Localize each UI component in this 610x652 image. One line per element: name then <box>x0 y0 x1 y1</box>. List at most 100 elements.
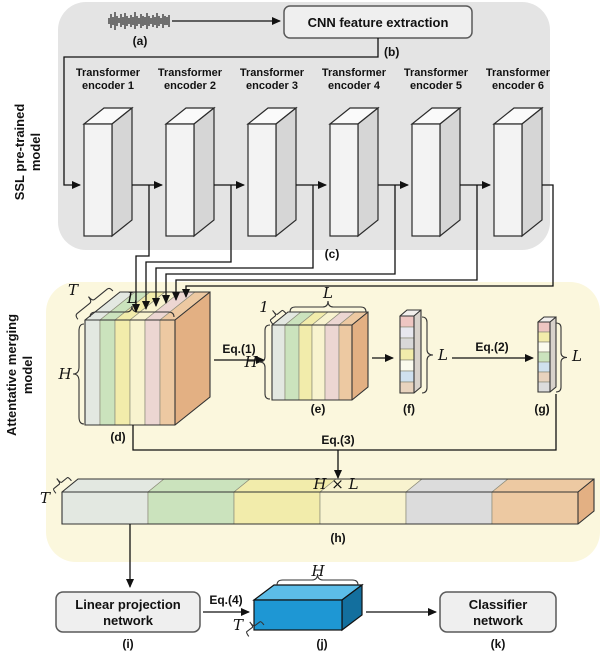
layer-slice <box>271 324 286 401</box>
tensor-d-outline <box>84 291 211 426</box>
label-g: (g) <box>534 402 549 416</box>
encoder-box-side <box>521 106 543 238</box>
layer-slice <box>159 319 176 426</box>
tap5-to-d <box>172 185 478 301</box>
label-a: (a) <box>133 34 148 48</box>
dim-L-f: L <box>437 346 448 364</box>
transformer-encoder-6: Transformer encoder 6 <box>486 67 551 238</box>
classifier-box: Classifier network (k) <box>439 591 557 651</box>
merging-label-line2: model <box>20 356 35 394</box>
tensor-e: L 1 H (e) <box>243 284 369 416</box>
dim-L-g: L <box>571 347 582 365</box>
segment-top <box>491 478 595 493</box>
tensor-j-projected: H T (j) <box>233 562 364 651</box>
encoder-label-line1: Transformer <box>404 67 469 79</box>
classifier-rect <box>439 591 557 633</box>
label-f: (f) <box>403 402 415 416</box>
dim-T-h: T <box>40 489 51 507</box>
layer-slice <box>144 319 161 426</box>
cell <box>537 361 551 373</box>
cell <box>537 351 551 363</box>
label-c: (c) <box>325 247 340 261</box>
cell <box>537 371 551 383</box>
segment-top <box>147 478 251 493</box>
encoder-box-front <box>493 123 523 237</box>
cell <box>537 321 551 333</box>
encoder-label-line1: Transformer <box>486 67 551 79</box>
transformer-encoder-4: Transformer encoder 4 <box>322 67 387 238</box>
dim-H-j: H <box>310 562 325 580</box>
cell <box>399 315 415 328</box>
dim-L-d: L <box>126 289 137 307</box>
ssl-label-line1: SSL pre-trained <box>12 104 27 201</box>
linear-projection-rect <box>55 591 201 633</box>
eq4-label: Eq.(4) <box>209 593 242 607</box>
label-h: (h) <box>330 531 345 545</box>
tensor-d-stack: T L H (d) <box>57 281 211 444</box>
cnn-to-encoder1-path <box>63 38 379 189</box>
dim-H-d: H <box>57 365 72 383</box>
dim-T-j: T <box>233 616 244 634</box>
merging-section-label: Attentative merging model <box>4 314 35 436</box>
tap2-to-d <box>142 185 232 310</box>
encoder-label-line2: encoder 4 <box>328 80 381 92</box>
segment <box>319 491 407 525</box>
transformer-encoder-1: Transformer encoder 1 <box>76 67 141 238</box>
ssl-label-line2: model <box>28 133 43 171</box>
encoder-box-side <box>193 106 215 238</box>
layer-slice <box>298 324 313 401</box>
transformer-encoder-3: Transformer encoder 3 <box>240 67 305 238</box>
dim-HxL-h: H × L <box>312 475 358 493</box>
tensor-h-slab: T H × L (h) <box>40 471 595 545</box>
vector-f: L (f) <box>399 309 448 416</box>
classifier-line1: Classifier <box>469 597 528 612</box>
encoder-label-line2: encoder 3 <box>246 80 298 92</box>
merging-label-line1: Attentative merging <box>4 314 19 436</box>
segment-top <box>405 478 509 493</box>
tensor-e-side <box>351 311 369 401</box>
cell <box>537 381 551 393</box>
encoder-box-side <box>111 106 133 238</box>
segment <box>147 491 235 525</box>
cell <box>399 326 415 339</box>
segment-top <box>61 478 165 493</box>
tap4-to-d <box>162 185 396 304</box>
layer-slice <box>324 324 340 401</box>
layer-slice <box>84 319 101 426</box>
label-j: (j) <box>316 637 327 651</box>
tensor-h-outline <box>61 478 595 525</box>
tap6-to-d <box>182 184 554 298</box>
linear-projection-box: Linear projection network (i) <box>55 591 201 651</box>
cell <box>537 331 551 343</box>
classifier-line2: network <box>473 613 524 628</box>
dim-L-e: L <box>322 284 333 302</box>
encoder-box-front <box>83 123 113 237</box>
layer-slice <box>284 324 300 401</box>
layer-slice <box>114 319 131 426</box>
eq2-label: Eq.(2) <box>475 340 508 354</box>
layer-slice <box>129 319 146 426</box>
label-d: (d) <box>110 430 125 444</box>
cell <box>399 359 415 372</box>
cell <box>399 348 415 361</box>
transformer-encoder-5: Transformer encoder 5 <box>404 67 469 238</box>
encoder-label-line1: Transformer <box>76 67 141 79</box>
encoder-box-side <box>275 106 297 238</box>
transformer-encoder-2: Transformer encoder 2 <box>158 67 223 238</box>
vector-g: L (g) <box>534 316 582 416</box>
layer-slice <box>311 324 326 401</box>
eq3-label: Eq.(3) <box>321 433 354 447</box>
encoder-box-side <box>357 106 379 238</box>
cell <box>399 381 415 394</box>
cnn-box-label: CNN feature extraction <box>308 15 449 30</box>
tap1-to-d <box>132 185 150 313</box>
encoder-box-front <box>165 123 195 237</box>
cell <box>399 337 415 350</box>
encoder-label-line2: encoder 6 <box>492 80 544 92</box>
ssl-section-label: SSL pre-trained model <box>12 104 43 201</box>
segment <box>233 491 321 525</box>
eq1-label: Eq.(1) <box>222 342 255 356</box>
segment <box>61 491 149 525</box>
